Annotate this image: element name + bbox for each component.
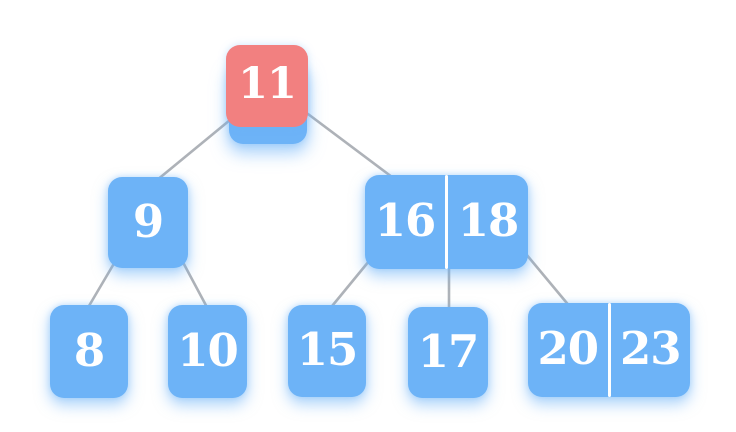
tree-node-right-right: 20 23 xyxy=(528,303,690,397)
tree-node-left-left: 8 xyxy=(50,305,128,398)
tree-node-right: 16 18 xyxy=(365,175,528,269)
node-key: 20 xyxy=(537,322,599,375)
tree-node-left: 9 xyxy=(108,177,188,268)
node-key: 15 xyxy=(296,323,359,376)
key-divider xyxy=(445,175,448,269)
key-divider xyxy=(607,303,611,397)
node-key: 8 xyxy=(73,323,105,377)
node-key: 16 xyxy=(374,194,437,247)
tree-node-right-middle: 17 xyxy=(408,307,488,398)
node-key: 9 xyxy=(132,194,164,248)
edge-right-rightchild xyxy=(524,252,573,310)
node-key: 11 xyxy=(238,59,297,109)
node-key: 17 xyxy=(417,324,480,378)
node-key: 10 xyxy=(177,323,239,377)
edge-right-leftchild xyxy=(326,253,376,313)
edge-root-right xyxy=(306,112,398,182)
node-key: 18 xyxy=(457,194,520,247)
tree-node-root: 11 xyxy=(226,45,308,127)
tree-node-left-right: 10 xyxy=(168,305,247,398)
tree-node-right-left: 15 xyxy=(288,305,366,397)
node-key: 23 xyxy=(619,322,682,375)
edge-root-left xyxy=(149,118,232,187)
